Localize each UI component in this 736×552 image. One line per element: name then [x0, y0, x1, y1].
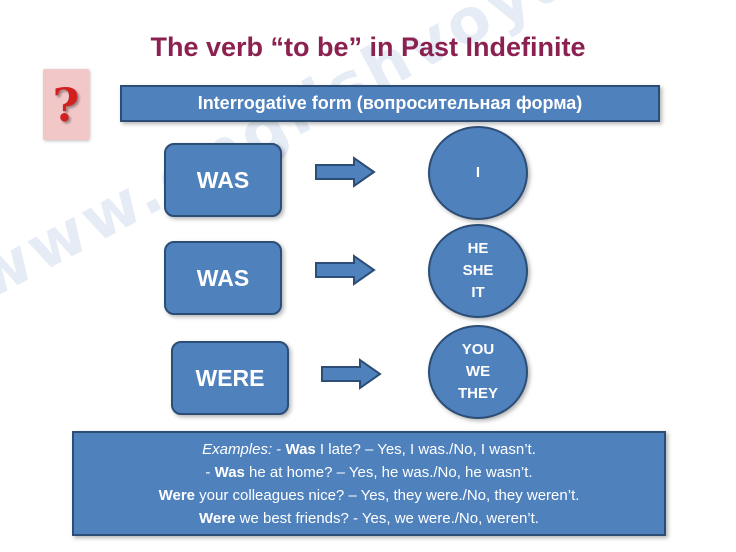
example-text: your colleagues nice? – Yes, they were./… — [195, 486, 580, 504]
example-line: - Was he at home? – Yes, he was./No, he … — [205, 463, 533, 481]
example-line: Were your colleagues nice? – Yes, they w… — [159, 484, 580, 507]
pronoun: YOU — [461, 341, 495, 358]
pronoun: HE — [467, 240, 489, 257]
pronoun: IT — [471, 284, 485, 301]
example-text: he at home? – Yes, he was./No, he wasn’t… — [244, 463, 533, 481]
question-mark-box: ? — [43, 69, 89, 140]
question-mark-icon: ? — [52, 77, 80, 132]
arrow-icon — [315, 156, 376, 188]
page-title: The verb “to be” in Past Indefinite — [150, 32, 586, 62]
example-verb: Were — [199, 509, 236, 527]
example-verb: Was — [214, 463, 245, 481]
section-banner: Interrogative form (вопросительная форма… — [120, 85, 660, 122]
example-verb: Was — [285, 440, 316, 458]
examples-label: Examples: — [202, 440, 273, 458]
arrow-icon — [315, 254, 376, 286]
pronoun: I — [475, 164, 481, 181]
pronoun: THEY — [457, 385, 498, 402]
pronoun-circle-1: I — [428, 126, 528, 220]
verb-box-1: WAS — [164, 143, 282, 217]
pronoun-circle-2: HE SHE IT — [428, 224, 528, 318]
example-text: we best friends? - Yes, we were./No, wer… — [235, 509, 539, 527]
example-verb: Were — [158, 486, 196, 504]
pronoun-circle-3: YOU WE THEY — [428, 325, 528, 419]
example-line: Were we best friends? - Yes, we were./No… — [199, 507, 539, 530]
pronoun: SHE — [462, 262, 494, 279]
pronoun: WE — [465, 363, 491, 380]
verb-box-3: WERE — [171, 341, 289, 415]
arrow-icon — [321, 358, 382, 390]
verb-box-2: WAS — [164, 241, 282, 315]
example-text: I late? – Yes, I was./No, I wasn’t. — [315, 440, 536, 458]
example-line: Examples: - Was I late? – Yes, I was./No… — [202, 440, 536, 458]
examples-box: Examples: - Was I late? – Yes, I was./No… — [72, 431, 666, 536]
